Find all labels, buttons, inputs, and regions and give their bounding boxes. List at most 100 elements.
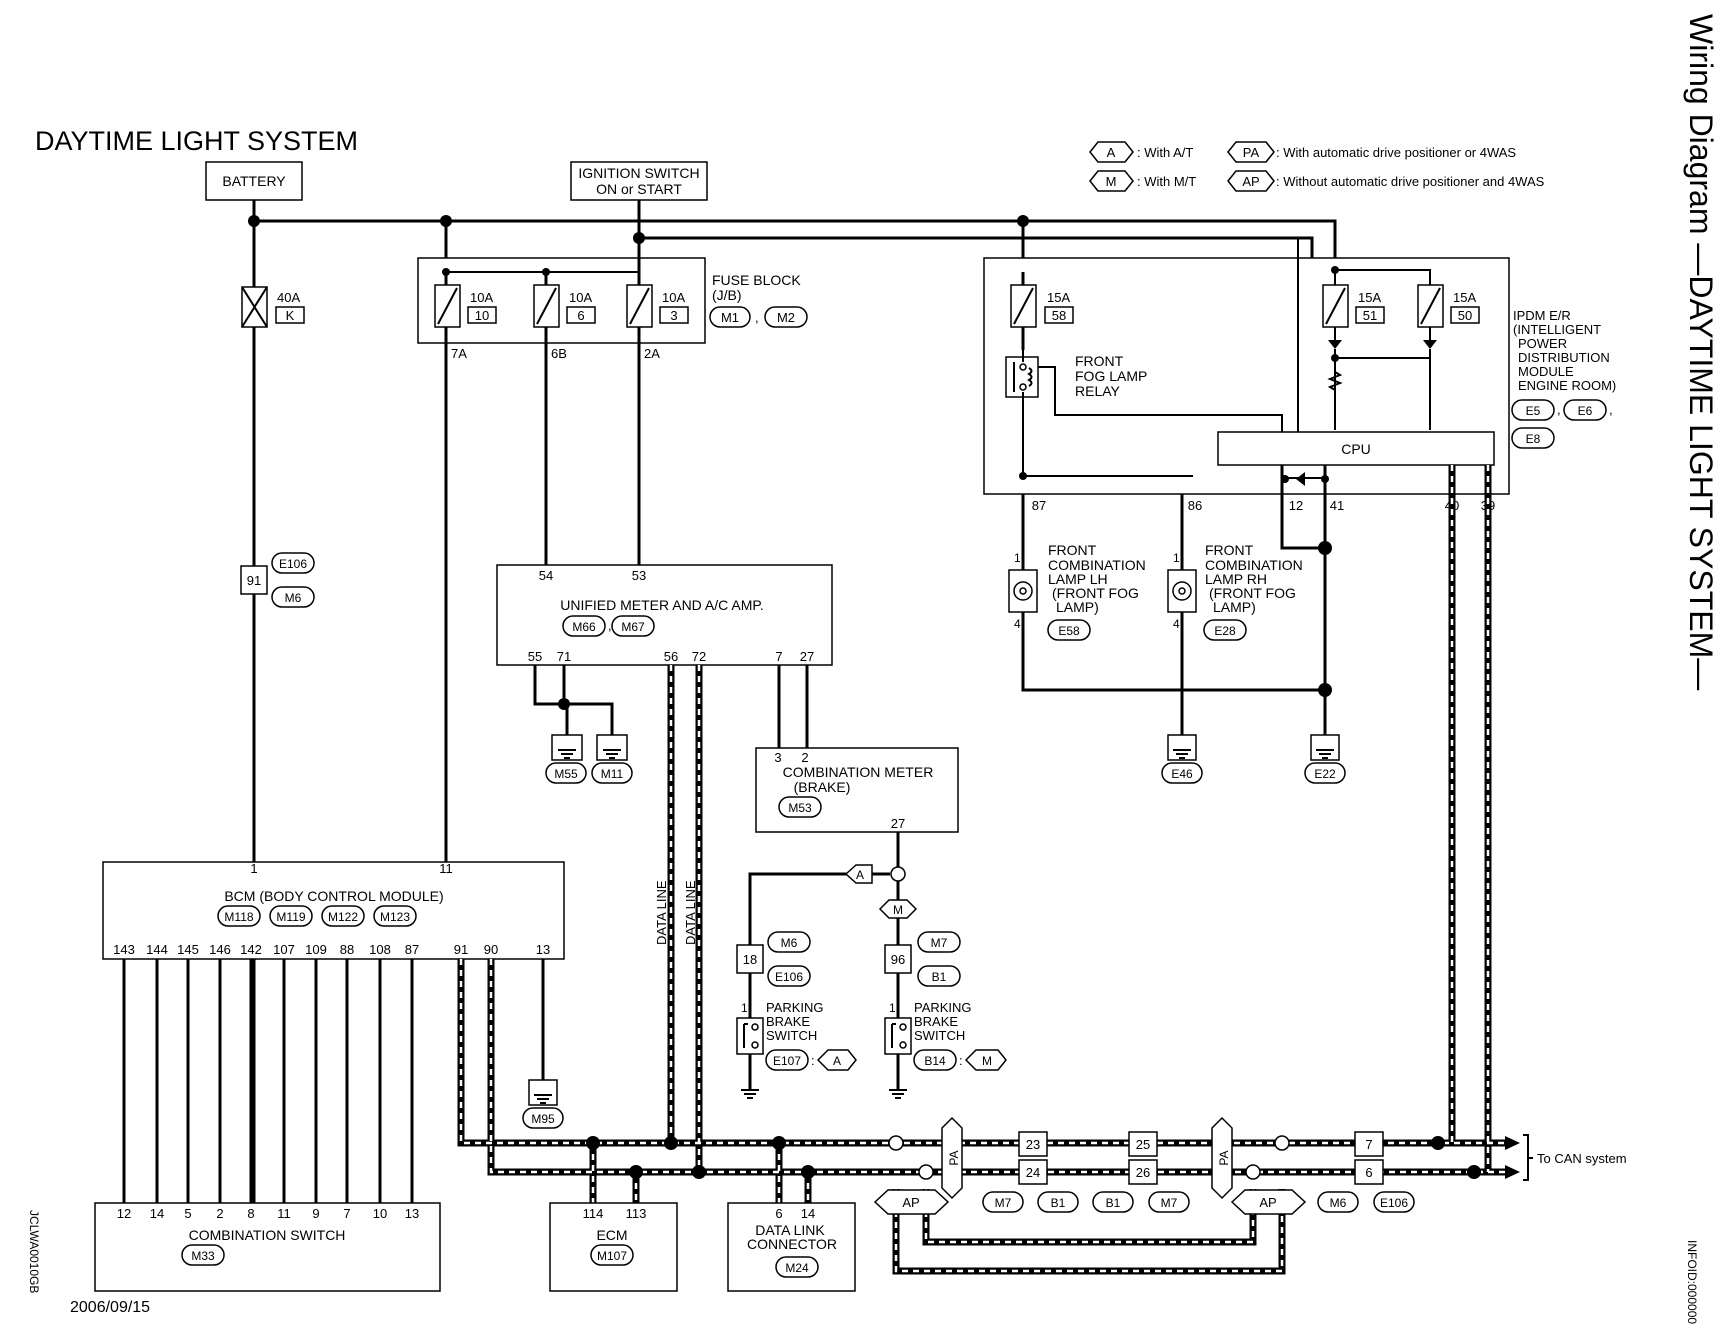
svg-text:IPDM E/R: IPDM E/R [1513,308,1571,323]
data-link-connector: 6 14 DATA LINK CONNECTOR M24 [727,1202,856,1292]
fog-lamp-rh: 1 4 FRONT COMBINATION LAMP RH (FRONT FOG… [1167,542,1303,641]
svg-text:23: 23 [1026,1137,1040,1152]
svg-text:41: 41 [1330,498,1344,513]
svg-text:M1: M1 [721,310,739,325]
svg-text:(FRONT FOG: (FRONT FOG [1052,585,1139,601]
svg-text:FRONT: FRONT [1075,353,1124,369]
legend-text-pa: : With automatic drive positioner or 4WA… [1276,145,1516,160]
svg-text:86: 86 [1188,498,1202,513]
svg-text:53: 53 [632,568,646,583]
svg-text:7A: 7A [451,346,467,361]
legend-tag-ap: AP [1242,174,1259,189]
svg-text:BCM (BODY CONTROL MODULE): BCM (BODY CONTROL MODULE) [224,888,443,904]
svg-text:COMBINATION SWITCH: COMBINATION SWITCH [189,1227,346,1243]
svg-text:114: 114 [583,1206,604,1221]
svg-text:CONNECTOR: CONNECTOR [747,1236,837,1252]
svg-text:96: 96 [891,952,905,967]
svg-text:BRAKE: BRAKE [914,1014,958,1029]
svg-text:7: 7 [343,1206,350,1221]
svg-text:AP: AP [1259,1195,1276,1210]
legend-tag-pa: PA [1243,145,1260,160]
svg-text:1: 1 [1014,551,1021,565]
legend-text-m: : With M/T [1137,174,1196,189]
svg-text:2: 2 [801,750,808,765]
parking-brake-m: 96 M7 B1 1 PARKING BRAKE SWITCH B14 : M [884,931,1007,1099]
svg-text:MODULE: MODULE [1518,364,1574,379]
battery-box [205,161,303,201]
svg-text:PA: PA [947,1150,961,1165]
svg-text:72: 72 [692,649,706,664]
svg-text:71: 71 [557,649,571,664]
svg-text::: : [811,1053,815,1068]
combination-switch: 12 14 5 2 8 11 9 7 10 13 COMBINATION SWI… [94,1202,441,1292]
svg-text:146: 146 [209,942,231,957]
unified-meter-amp: 54 53 UNIFIED METER AND A/C AMP. M66 , M… [496,564,833,666]
svg-text:142: 142 [240,942,262,957]
svg-text:M6: M6 [1330,1196,1347,1210]
legend-text-a: : With A/T [1137,145,1193,160]
ignition-label-1: IGNITION SWITCH [578,165,699,181]
fuse-6: 10A 6 [533,284,596,328]
svg-text:10: 10 [475,308,489,323]
svg-text:COMBINATION: COMBINATION [1205,557,1303,573]
svg-text:M95: M95 [531,1112,555,1126]
svg-text:1: 1 [1173,551,1180,565]
svg-text:40A: 40A [277,290,300,305]
svg-text:FRONT: FRONT [1205,542,1254,558]
svg-text:POWER: POWER [1518,336,1567,351]
svg-text:E22: E22 [1314,767,1336,781]
svg-text:6B: 6B [551,346,567,361]
svg-text:27: 27 [800,649,814,664]
svg-text:E58: E58 [1058,624,1080,638]
svg-text:E5: E5 [1526,404,1541,418]
svg-text:11: 11 [439,861,453,876]
svg-text:M: M [982,1054,992,1068]
svg-text:18: 18 [743,952,757,967]
svg-text:A: A [856,868,864,882]
svg-text:11: 11 [277,1206,291,1221]
svg-text:1: 1 [250,861,257,876]
svg-text:ENGINE ROOM): ENGINE ROOM) [1518,378,1616,393]
svg-text:UNIFIED METER AND A/C AMP.: UNIFIED METER AND A/C AMP. [560,597,764,613]
svg-text:(FRONT FOG: (FRONT FOG [1209,585,1296,601]
parking-brake-a: 18 M6 E106 1 PARKING BRAKE SWITCH E107 :… [736,931,857,1099]
svg-text:(INTELLIGENT: (INTELLIGENT [1513,322,1601,337]
svg-text:51: 51 [1363,308,1377,323]
svg-text:15A: 15A [1047,290,1070,305]
svg-text:6: 6 [577,308,584,323]
svg-text:12: 12 [1289,498,1303,513]
bcm: 1 11 BCM (BODY CONTROL MODULE) M118 M119… [102,861,565,960]
svg-text:,: , [1609,402,1613,417]
legend-tag-a: A [1107,145,1116,160]
date-label: 2006/09/15 [70,1299,150,1316]
svg-text:B14: B14 [924,1054,946,1068]
svg-text:M53: M53 [788,801,812,815]
svg-text:1: 1 [741,1001,748,1015]
svg-text:SWITCH: SWITCH [914,1028,965,1043]
svg-text:108: 108 [369,942,391,957]
joint-91: 91 E106 M6 [240,552,315,608]
svg-text:6: 6 [1365,1165,1372,1180]
svg-text:15A: 15A [1358,290,1381,305]
svg-text:56: 56 [664,649,678,664]
svg-text:To CAN system: To CAN system [1537,1151,1627,1166]
svg-text:13: 13 [405,1206,419,1221]
svg-text:109: 109 [305,942,327,957]
parking-brake-routing: A M [748,832,918,945]
svg-text:15A: 15A [1453,290,1476,305]
legend-tag-m: M [1106,174,1117,189]
svg-text:E28: E28 [1214,624,1236,638]
fog-lamp-wiring [1021,465,1332,735]
svg-text:M55: M55 [554,767,578,781]
svg-text:55: 55 [528,649,542,664]
svg-text:LAMP): LAMP) [1213,599,1256,615]
battery-label: BATTERY [222,173,286,189]
svg-text:7: 7 [775,649,782,664]
svg-text:E107: E107 [773,1054,801,1068]
svg-text:AP: AP [902,1195,919,1210]
svg-text:M7: M7 [995,1196,1012,1210]
svg-text:2A: 2A [644,346,660,361]
meter-grounds: M55 M11 [533,665,633,784]
svg-text:107: 107 [273,942,295,957]
